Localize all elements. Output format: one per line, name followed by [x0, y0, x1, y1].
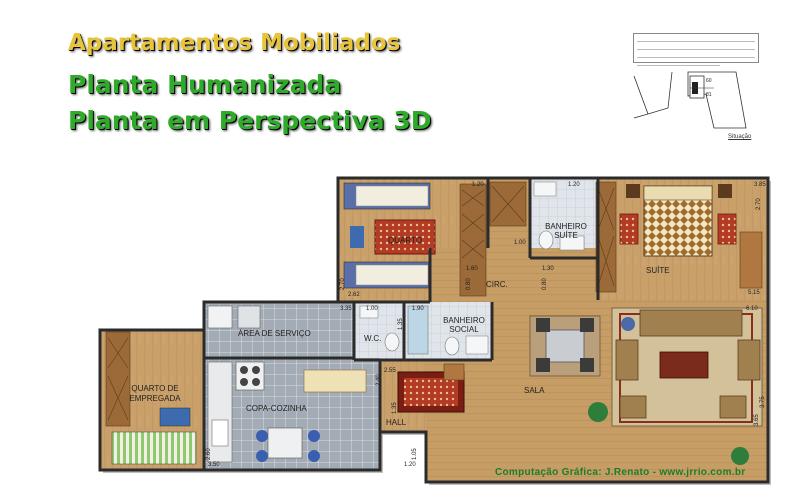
toilet-suite — [538, 230, 554, 250]
desk-chair-quarto — [350, 226, 364, 248]
dim-13: 1.00 — [366, 306, 378, 312]
dresser-suite — [739, 231, 763, 289]
stove — [235, 361, 265, 391]
dim-4: 2.70 — [756, 198, 762, 210]
shower — [407, 305, 429, 355]
kitchen-table — [267, 427, 303, 459]
wardrobe-suite — [595, 181, 617, 293]
dim-19: 2.40 — [376, 374, 382, 386]
dim-1: 1.20 — [472, 182, 484, 188]
label-circ: CIRC. — [486, 280, 508, 289]
dim-25: 3.65 — [754, 414, 760, 426]
title-apartamentos: Apartamentos Mobiliados — [68, 30, 401, 56]
situation-caption: Situação — [728, 134, 752, 140]
dim-18: 2.55 — [384, 368, 396, 374]
dim-6: 1.60 — [466, 266, 478, 272]
label-copa-cozinha: COPA-COZINHA — [246, 404, 307, 413]
label-sala: SALA — [524, 386, 545, 395]
dim-20: 1.35 — [392, 402, 398, 414]
dim-21: 1.20 — [404, 462, 416, 468]
title-planta-humanizada: Planta Humanizada — [68, 70, 342, 99]
bed-empregada — [111, 431, 197, 465]
label-suite: SUÍTE — [646, 266, 670, 275]
coffee-table — [659, 351, 709, 379]
toilet-social — [444, 336, 460, 356]
dim-26: 3.75 — [760, 396, 766, 408]
label-wc: W.C. — [364, 334, 382, 343]
dim-15: 1.35 — [398, 318, 404, 330]
dim-22: 2.60 — [206, 448, 212, 460]
sofa — [639, 309, 743, 337]
dim-7: 1.30 — [542, 266, 554, 272]
dim-5: 1.00 — [514, 240, 526, 246]
label-hall: HALL — [386, 418, 407, 427]
title-planta-3d: Planta em Perspectiva 3D — [68, 106, 432, 135]
walls — [98, 176, 770, 484]
dim-23: 3.50 — [208, 462, 220, 468]
dim-16: 6.10 — [746, 306, 758, 312]
label-quarto-empregada: QUARTO DE EMPREGADA — [129, 384, 181, 403]
dim-3: 3.85 — [754, 182, 766, 188]
dim-9: 0.80 — [542, 278, 548, 290]
toilet-wc — [384, 332, 400, 352]
plant-sala — [588, 402, 608, 422]
label-quarto: QUARTO — [388, 236, 422, 245]
label-banheiro-social: BANHEIRO SOCIAL — [443, 316, 485, 334]
dining-table — [545, 329, 585, 363]
wardrobe-quarto — [459, 183, 487, 297]
kitchen-counter-2 — [303, 369, 367, 393]
dim-8: 0.80 — [466, 278, 472, 290]
label-area-servico: ÁREA DE SERVIÇO — [238, 329, 311, 338]
kitchen-counter — [207, 361, 233, 463]
dim-10: 2.62 — [348, 292, 360, 298]
dim-2: 1.20 — [568, 182, 580, 188]
credit-line[interactable]: Computação Gráfica: J.Renato - www.jrrio… — [495, 467, 746, 478]
label-banheiro-suite: BANHEIRO SUÍTE — [545, 222, 587, 240]
dim-12: 3.35 — [340, 306, 352, 312]
situation-lot-b: 81 — [706, 92, 712, 98]
wardrobe-empregada — [105, 331, 131, 427]
dim-24: 1.05 — [412, 448, 418, 460]
dim-17: 5.15 — [748, 290, 760, 296]
notes-box — [633, 33, 759, 66]
dim-11: 2.70 — [340, 278, 346, 290]
rug-quarto — [374, 219, 436, 255]
situation-lot-a: 60 — [706, 78, 712, 84]
laundry-tank — [207, 305, 233, 329]
floor-circ — [430, 248, 600, 302]
dim-14: 1.90 — [412, 306, 424, 312]
situation-map: 60 81 — [633, 71, 747, 129]
